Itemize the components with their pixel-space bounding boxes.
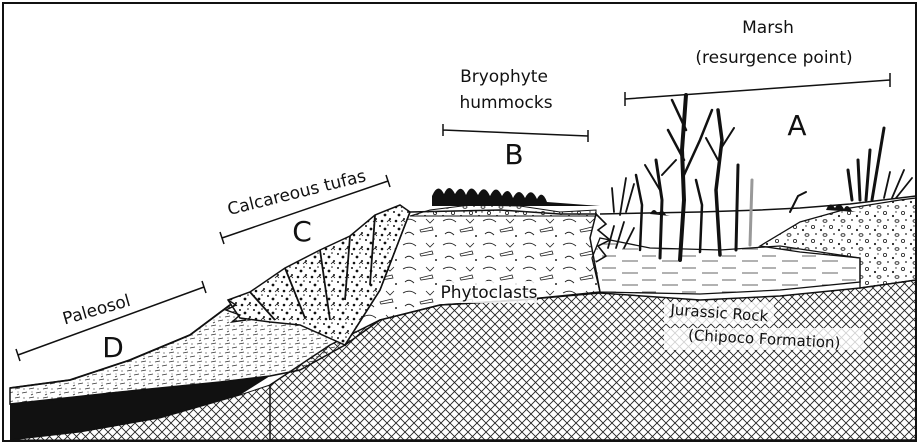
zone-b-label: B	[504, 138, 523, 171]
marsh-sublabel: (resurgence point)	[695, 48, 852, 68]
bryophyte-hummocks	[432, 188, 600, 206]
zone-d-label: D	[102, 331, 124, 364]
paleosol-label: Paleosol	[60, 291, 132, 329]
zone-a-label: A	[787, 109, 806, 142]
bryophyte-label: Bryophyte	[460, 67, 548, 87]
phytoclasts-label: Phytoclasts	[440, 283, 537, 303]
bryophyte-sublabel: hummocks	[459, 93, 552, 113]
marsh-bar	[625, 73, 890, 106]
zone-c-label: C	[292, 215, 312, 248]
bryophyte-crust	[410, 205, 596, 216]
marsh-label: Marsh	[742, 18, 794, 38]
